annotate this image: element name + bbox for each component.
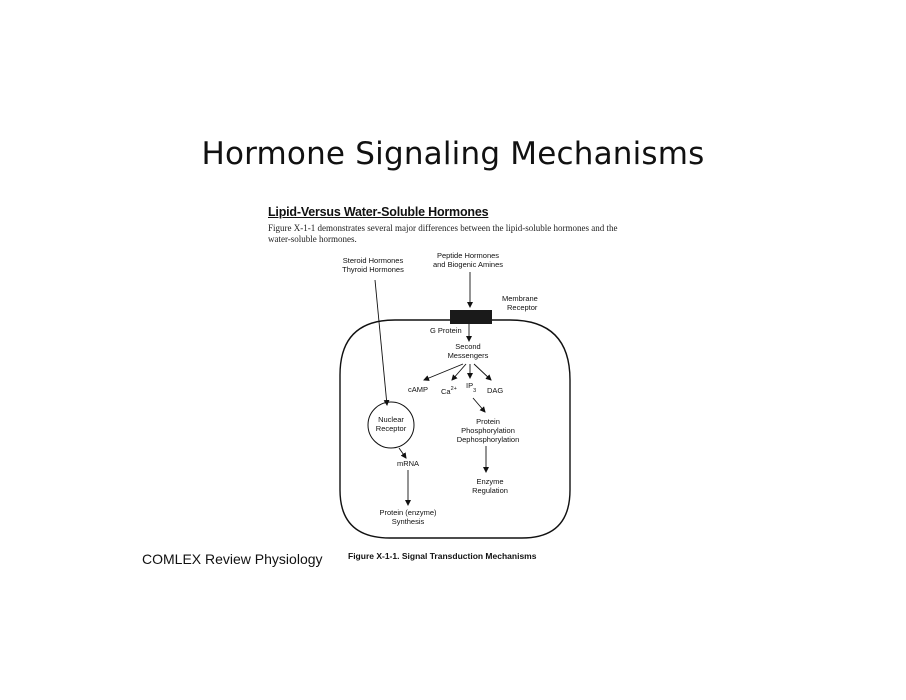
arrow-to-phosphorylation: [472, 397, 486, 413]
figure-intro: Figure X-1-1 demonstrates several major …: [268, 223, 618, 244]
label-enzyme: Enzyme: [476, 477, 503, 486]
label-nuclear: Nuclear: [378, 415, 404, 424]
label-membrane: Membrane: [502, 294, 538, 303]
source-note: COMLEX Review Physiology: [142, 551, 323, 567]
label-dag: DAG: [487, 386, 503, 395]
label-dephosphorylation: Dephosphorylation: [457, 435, 520, 444]
label-ca: Ca2+: [441, 386, 457, 396]
arrow-to-camp: [423, 363, 464, 381]
arrow-steroid-to-nucleus: [374, 279, 390, 406]
label-protein-enzyme: Protein (enzyme): [379, 508, 437, 517]
label-phosphorylation: Phosphorylation: [461, 426, 515, 435]
label-camp: cAMP: [408, 385, 428, 394]
label-biogenic-amines: and Biogenic Amines: [433, 260, 503, 269]
label-second: Second: [455, 342, 480, 351]
arrow-to-dag: [473, 363, 492, 381]
label-g-protein: G Protein: [430, 326, 462, 335]
arrow-nucleus-to-mrna: [398, 447, 407, 459]
label-regulation: Regulation: [472, 486, 508, 495]
label-receptor: Receptor: [507, 303, 538, 312]
label-steroid-hormones: Steroid Hormones: [343, 256, 404, 265]
label-nuclear-receptor: Receptor: [376, 424, 407, 433]
membrane-receptor-icon: [450, 310, 492, 324]
label-protein: Protein: [476, 417, 500, 426]
figure-heading: Lipid-Versus Water-Soluble Hormones: [268, 205, 489, 219]
nuclear-receptor-circle: [367, 401, 415, 449]
cell-membrane: [339, 319, 571, 539]
label-thyroid-hormones: Thyroid Hormones: [342, 265, 404, 274]
arrow-to-ca: [451, 363, 467, 381]
label-mrna: mRNA: [397, 459, 419, 468]
label-messengers: Messengers: [448, 351, 489, 360]
slide-title: Hormone Signaling Mechanisms: [201, 136, 705, 172]
label-peptide-hormones: Peptide Hormones: [437, 251, 499, 260]
label-ip3: IP3: [466, 381, 476, 394]
label-synthesis: Synthesis: [392, 517, 425, 526]
figure-caption: Figure X-1-1. Signal Transduction Mechan…: [348, 551, 537, 561]
